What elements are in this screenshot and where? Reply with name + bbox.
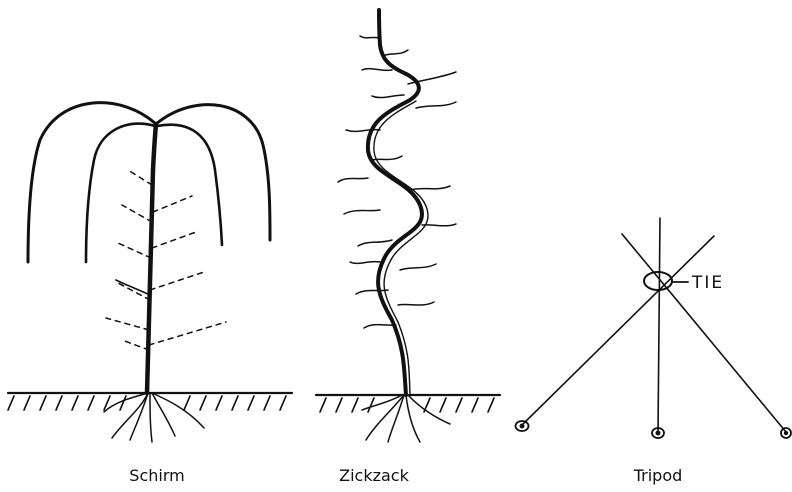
umbrella-dashed-shoots bbox=[106, 170, 226, 350]
umbrella-training-figure bbox=[8, 103, 292, 442]
tripod-figure: TIE bbox=[516, 218, 792, 438]
zigzag-trunk bbox=[368, 10, 422, 395]
tripod-center-pole bbox=[658, 218, 660, 432]
umbrella-right-inner-arm bbox=[157, 125, 222, 245]
zigzag-training-figure bbox=[316, 10, 500, 442]
umbrella-left-outer-arm bbox=[28, 103, 156, 262]
tripod-left-pole bbox=[522, 236, 714, 425]
zigzag-caption: Zickzack bbox=[294, 466, 454, 486]
tripod-caption: Tripod bbox=[578, 466, 738, 486]
umbrella-caption: Schirm bbox=[77, 466, 237, 486]
umbrella-left-inner-arm bbox=[86, 124, 155, 262]
tripod-tie-label: TIE bbox=[691, 273, 724, 293]
umbrella-side-shoot bbox=[116, 280, 150, 295]
tripod-right-pole bbox=[622, 234, 786, 432]
tripod-pole-feet bbox=[516, 421, 792, 438]
zigzag-roots bbox=[362, 395, 450, 442]
